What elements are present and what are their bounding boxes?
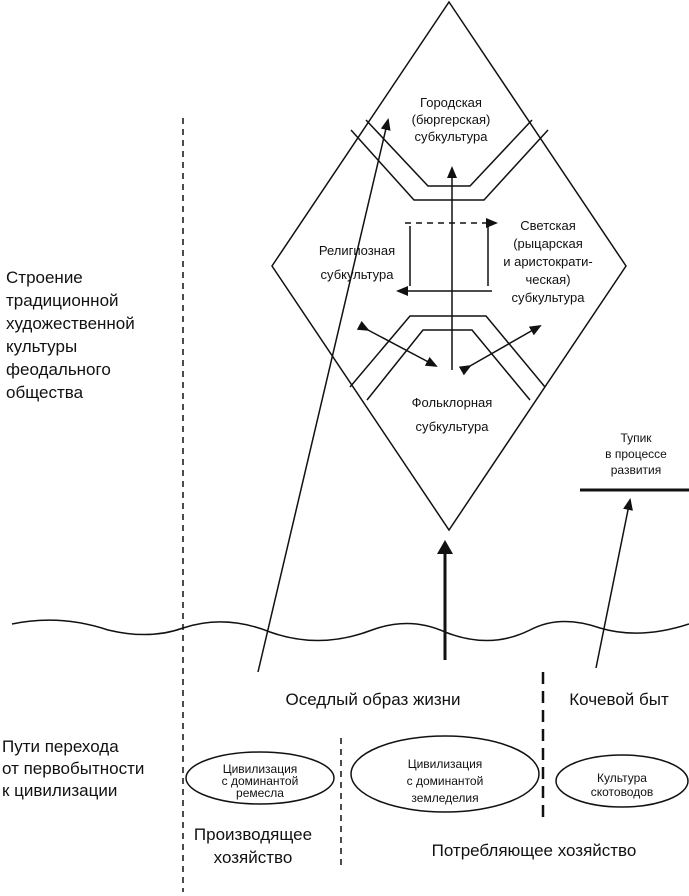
religious-label-line: Религиозная: [319, 243, 395, 258]
dead-end-label-line: Тупик: [620, 431, 652, 445]
producing-economy-label: Производящее хозяйство: [194, 825, 312, 867]
agriculture-label-line: с доминантой: [407, 774, 484, 788]
consuming-economy-label: Потребляющее хозяйство: [432, 841, 637, 860]
craft-label-line: ремесла: [236, 786, 284, 800]
religious-subculture-label: Религиозная субкультура: [319, 243, 395, 282]
nomadic-to-deadend-arrow: [595, 498, 633, 669]
secular-subculture-label: Светская (рыцарская и аристократи- ческа…: [503, 218, 593, 305]
agriculture-label-line: Цивилизация: [408, 757, 483, 771]
culture-diamond: [271, 0, 627, 532]
agriculture-civilization-label: Цивилизация с доминантой земледелия: [407, 757, 484, 805]
structure-label-line: культуры: [6, 337, 77, 356]
folk-label-line: Фольклорная: [412, 395, 493, 410]
urban-label-line: Городская: [420, 95, 482, 110]
structure-label-line: традиционной: [6, 291, 119, 310]
secular-label-line: и аристократи-: [503, 254, 593, 269]
settled-life-label: Оседлый образ жизни: [285, 690, 460, 709]
settled-arrow-head: [437, 540, 453, 554]
structure-label: Строение традиционной художественной кул…: [6, 268, 135, 402]
herders-label-line: скотоводов: [591, 785, 654, 799]
wavy-boundary-line: [11, 619, 689, 642]
religious-folk-arrow: [356, 320, 438, 367]
paths-label: Пути перехода от первобытности к цивилиз…: [2, 737, 144, 800]
folk-boundary-inner: [349, 315, 546, 388]
structure-label-line: Строение: [6, 268, 83, 287]
craft-label-line: с доминантой: [222, 774, 299, 788]
craft-to-urban-arrow: [257, 118, 391, 673]
dead-end-label: Тупик в процессе развития: [605, 431, 667, 477]
folk-label-line: субкультура: [416, 419, 490, 434]
herders-culture-ellipse: [555, 754, 689, 808]
craft-label-line: Цивилизация: [223, 762, 298, 776]
secular-folk-arrow: [458, 325, 542, 376]
religious-label-line: субкультура: [321, 267, 395, 282]
structure-label-line: феодального: [6, 360, 111, 379]
secular-label-line: (рыцарская: [513, 236, 583, 251]
craft-civilization-ellipse: [185, 751, 335, 805]
urban-boundary-inner: [350, 129, 549, 201]
paths-label-line: Пути перехода: [2, 737, 119, 756]
producing-label-line: Производящее: [194, 825, 312, 844]
urban-boundary-outer: [365, 119, 533, 187]
structure-label-line: общества: [6, 383, 84, 402]
agriculture-label-line: земледелия: [411, 791, 478, 805]
craft-civilization-label: Цивилизация с доминантой ремесла: [222, 762, 299, 800]
folk-subculture-label: Фольклорная субкультура: [412, 395, 493, 434]
dead-end-label-line: в процессе: [605, 447, 667, 461]
urban-label-line: (бюргерская): [412, 112, 491, 127]
dead-end-label-line: развития: [611, 463, 662, 477]
herders-label-line: Культура: [597, 771, 647, 785]
secular-label-line: ческая): [525, 272, 570, 287]
secular-label-line: субкультура: [512, 290, 586, 305]
structure-label-line: художественной: [6, 314, 135, 333]
producing-label-line: хозяйство: [214, 848, 293, 867]
urban-label-line: субкультура: [415, 129, 489, 144]
herders-culture-label: Культура скотоводов: [591, 771, 654, 799]
paths-label-line: от первобытности: [2, 759, 144, 778]
agriculture-civilization-ellipse: [350, 735, 540, 813]
urban-subculture-label: Городская (бюргерская) субкультура: [412, 95, 491, 144]
nomadic-life-label: Кочевой быт: [569, 690, 669, 709]
secular-label-line: Светская: [520, 218, 576, 233]
paths-label-line: к цивилизации: [2, 781, 117, 800]
